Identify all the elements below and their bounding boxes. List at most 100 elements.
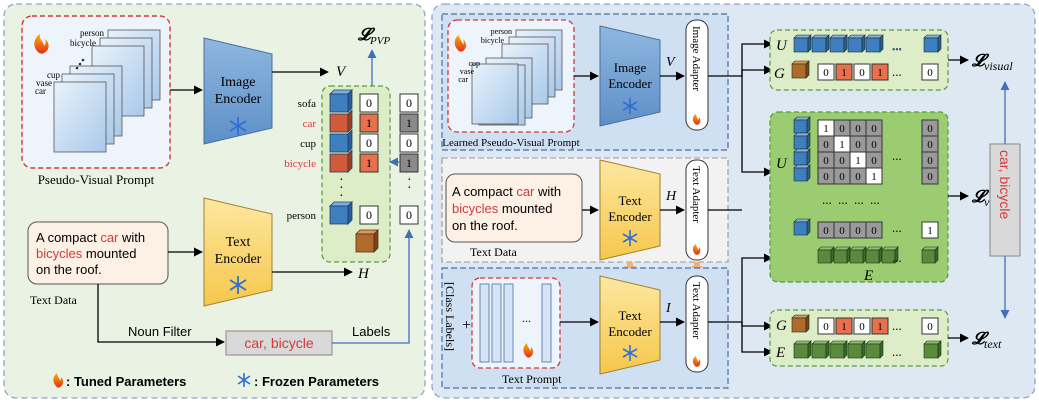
snowflake-icon: [622, 98, 638, 114]
vtc-cell-value: 0: [871, 155, 877, 167]
flame-icon: [692, 244, 701, 255]
vtc-cell: [865, 167, 883, 185]
snowflake-icon: [229, 117, 247, 135]
g-cell: [817, 317, 835, 335]
g-cell-value: 0: [823, 67, 829, 79]
plus-sign: +: [462, 317, 471, 334]
svg-text:Encoder: Encoder: [608, 209, 652, 224]
vtc-row-cube: [793, 218, 811, 236]
text-data-box-left: A compact car with bicycles mounted on t…: [27, 221, 169, 285]
vtc-row-cube: [793, 132, 811, 150]
vtc-row-cube: [793, 148, 811, 166]
g-cell: [871, 317, 889, 335]
flame-icon: [692, 114, 701, 125]
g-cube: [791, 60, 810, 79]
vtc-cell-value: 0: [823, 155, 829, 167]
class-labels: sofa car cup bicycle person: [284, 98, 316, 222]
vtc-cell-value: 0: [871, 225, 877, 237]
v-val-sofa: 0: [366, 96, 372, 110]
flame-icon: [454, 35, 466, 52]
g-cube: [791, 314, 810, 333]
v-values: 0 1 0 1 0: [359, 93, 379, 225]
target-values: 0 1 0 1 0 ··: [399, 93, 419, 225]
g-cell: [871, 63, 889, 81]
vtc-cell-value: 0: [839, 225, 845, 237]
V-label-left: V: [336, 64, 347, 80]
snowflake-icon: [229, 276, 247, 294]
v-val-person: 0: [366, 208, 372, 222]
svg-text:·: ·: [407, 181, 412, 196]
svg-text:Text Adapter: Text Adapter: [690, 282, 702, 339]
text-adapter-2: Text Adapter: [685, 275, 709, 373]
svg-text:·: ·: [339, 189, 344, 204]
U-label-top: U: [776, 38, 788, 54]
e-dots-bottom: ...: [892, 344, 902, 359]
svg-text:Image Adapter: Image Adapter: [690, 26, 702, 91]
g-cell: [921, 63, 939, 81]
loss-text-subscript: text: [984, 337, 1002, 351]
vtc-cell: [865, 221, 883, 239]
stack-label-car: car: [35, 86, 46, 96]
e-cube: [921, 246, 939, 264]
vtc-cell-value: 0: [823, 139, 829, 151]
I-label: I: [665, 301, 672, 316]
e-cube: [849, 246, 867, 264]
visual-cubes: · · ·: [329, 89, 379, 253]
u-cube: [865, 34, 884, 53]
vtc-row-cube: [793, 116, 811, 134]
svg-text:·: ·: [339, 181, 344, 196]
svg-text:bicycles mounted: bicycles mounted: [452, 201, 552, 216]
vtc-dots-row: ...: [892, 220, 902, 235]
vtc-dots-col: ...: [822, 192, 832, 207]
brown-cube: [355, 229, 379, 253]
noun-filter-label: Noun Filter: [128, 324, 192, 339]
vtc-cell-value: 1: [871, 171, 877, 183]
svg-text:Image: Image: [614, 60, 647, 75]
t-val-person: 0: [406, 208, 412, 222]
g-cell-value: 1: [877, 67, 883, 79]
vtc-cell-value: 0: [871, 139, 877, 151]
u-cube: [847, 34, 866, 53]
H-label-right: H: [665, 189, 677, 204]
class-bicycle: bicycle: [284, 158, 316, 170]
r-stack-cup: cup: [468, 59, 480, 68]
E-label-mid: E: [863, 268, 873, 284]
snowflake-icon: [237, 373, 251, 387]
v-val-car: 1: [366, 116, 372, 130]
e-cube: [817, 246, 835, 264]
g-cell-value: 0: [859, 321, 865, 333]
right-panel: person bicycle cup vase car Learned Pseu…: [431, 3, 1036, 399]
G-label-bottom: G: [776, 318, 787, 334]
svg-text:bicycles mounted: bicycles mounted: [36, 246, 136, 261]
flame-icon: [53, 373, 64, 388]
vtc-cell-value: 1: [927, 225, 933, 237]
G-label-top: G: [774, 66, 785, 82]
vtc-cell-value: 1: [839, 139, 845, 151]
e-cube: [793, 340, 812, 359]
V-label-right: V: [666, 55, 676, 70]
v-val-cup: 0: [366, 136, 372, 150]
class-car: car: [303, 118, 317, 130]
vtc-cell-value: 0: [855, 123, 861, 135]
svg-text:Text: Text: [619, 308, 642, 323]
g-cell-value: 1: [841, 67, 847, 79]
g-cell-value: 0: [927, 67, 933, 79]
e-cube: [833, 246, 851, 264]
g-cell-value: 1: [841, 321, 847, 333]
g-cell: [853, 63, 871, 81]
g-cell-value: 0: [859, 67, 865, 79]
vtc-row-cube: [793, 164, 811, 182]
flame-icon: [692, 356, 701, 367]
g-cell: [853, 317, 871, 335]
vtc-cell-value: 0: [855, 225, 861, 237]
E-label-bottom: E: [775, 345, 785, 361]
u-dots: ...: [892, 38, 902, 53]
image-stack: [53, 29, 161, 153]
e-cube: [829, 340, 848, 359]
text-encoder-left: Text Encoder: [203, 197, 273, 307]
svg-text:Encoder: Encoder: [608, 324, 652, 339]
left-panel: person bicycle cup vase car Pseudo-Visua…: [3, 3, 426, 399]
svg-text:Text Adapter: Text Adapter: [690, 166, 702, 223]
vtc-cell-value: 1: [823, 123, 829, 135]
flame-icon: [523, 343, 534, 358]
